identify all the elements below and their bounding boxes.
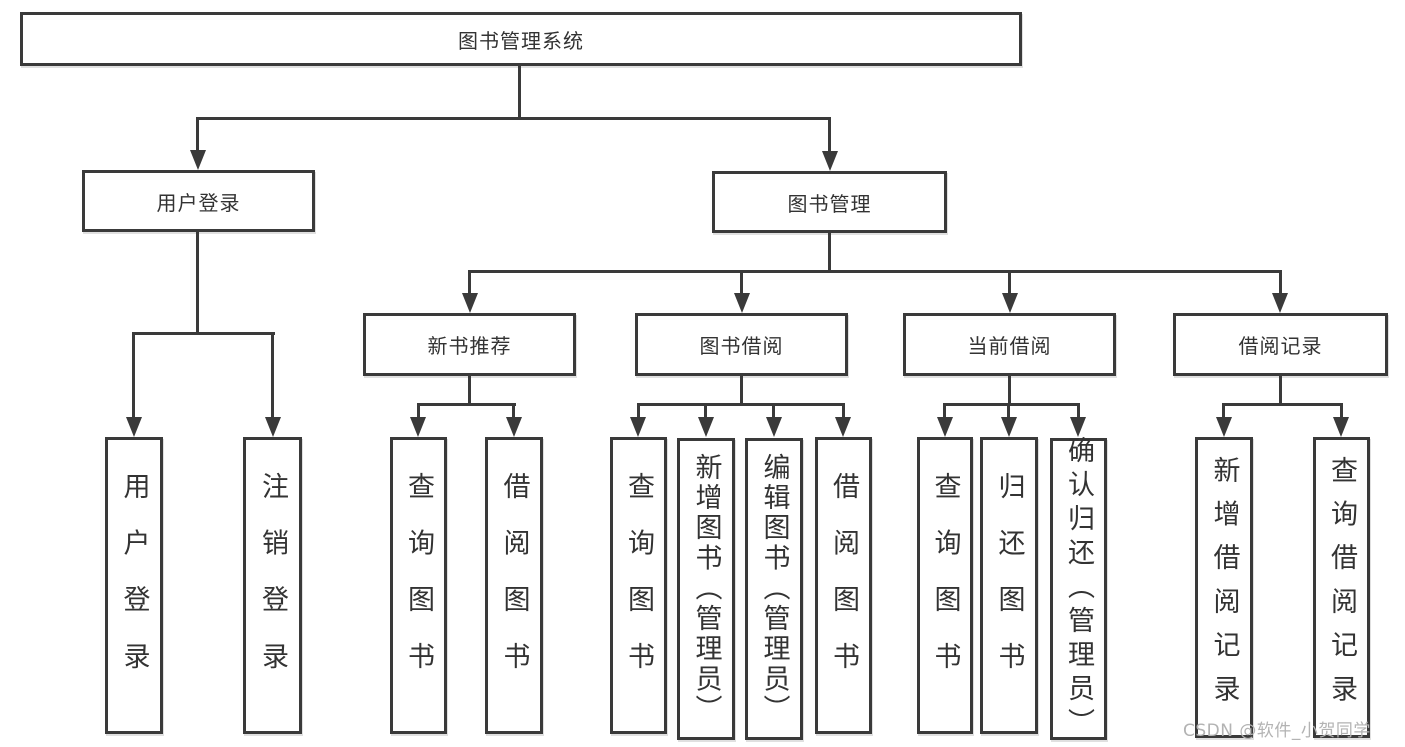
arrowhead-down: [1001, 417, 1017, 437]
node-root-label: 图书管理系统: [458, 28, 584, 53]
leaf-borrowing-add-books-admin-label: 新增图书（管理员）: [690, 452, 722, 726]
watermark: CSDN @软件_小贺同学: [1183, 721, 1371, 741]
connector-line: [828, 117, 831, 152]
connector-line: [468, 270, 1281, 273]
connector-line: [196, 117, 199, 151]
leaf-records-query-borrow-record: 查询借阅记录: [1313, 437, 1370, 738]
leaf-current-query-books: 查询图书: [917, 437, 973, 734]
connector-line: [468, 270, 471, 293]
leaf-borrowing-edit-books-admin: 编辑图书（管理员）: [745, 438, 803, 740]
connector-line: [1222, 403, 1343, 406]
connector-line: [271, 332, 274, 417]
arrowhead-down: [126, 417, 142, 437]
connector-line: [196, 117, 831, 120]
connector-line: [637, 403, 845, 406]
arrowhead-down: [1070, 417, 1086, 437]
connector-line: [1279, 270, 1282, 293]
connector-line: [637, 403, 640, 417]
leaf-current-query-books-label: 查询图书: [929, 472, 961, 699]
connector-line: [1077, 403, 1080, 417]
leaf-current-confirm-return-admin: 确认归还（管理员）: [1050, 435, 1107, 743]
arrowhead-down: [1333, 417, 1349, 437]
leaf-records-add-borrow-record-label: 新增借阅记录: [1208, 456, 1240, 719]
node-current-borrowing: 当前借阅: [903, 313, 1116, 376]
connector-line: [842, 403, 845, 417]
arrowhead-down: [506, 417, 522, 437]
arrowhead-down: [1002, 293, 1018, 313]
node-book-borrowing: 图书借阅: [635, 313, 848, 376]
connector-line: [740, 270, 743, 293]
node-book-management: 图书管理: [712, 171, 947, 233]
arrowhead-down: [937, 417, 953, 437]
arrowhead-down: [698, 417, 714, 437]
connector-line: [132, 332, 135, 417]
connector-line: [1222, 403, 1225, 417]
connector-line: [468, 376, 471, 405]
leaf-borrowing-borrow-books: 借阅图书: [815, 437, 872, 734]
leaf-records-add-borrow-record: 新增借阅记录: [1195, 437, 1253, 738]
node-new-book-recommendation: 新书推荐: [363, 313, 576, 376]
arrowhead-down: [1272, 293, 1288, 313]
connector-line: [772, 403, 775, 417]
node-borrowing-records-label: 借阅记录: [1238, 334, 1323, 358]
connector-line: [518, 64, 521, 119]
connector-line: [1008, 270, 1011, 293]
connector-line: [943, 403, 1080, 406]
connector-line: [417, 403, 516, 406]
connector-line: [740, 376, 743, 405]
node-book-borrowing-label: 图书借阅: [699, 334, 784, 358]
node-new-book-recommendation-label: 新书推荐: [427, 334, 512, 358]
connector-line: [1007, 403, 1010, 417]
arrowhead-down: [835, 417, 851, 437]
leaf-recommend-query-books: 查询图书: [390, 437, 447, 734]
arrowhead-down: [190, 150, 206, 170]
connector-line: [1279, 376, 1282, 405]
leaf-borrowing-query-books: 查询图书: [610, 437, 667, 734]
arrowhead-down: [734, 293, 750, 313]
leaf-records-query-borrow-record-label: 查询借阅记录: [1326, 456, 1357, 719]
leaf-logout-label: 注销登录: [257, 472, 288, 699]
leaf-current-confirm-return-admin-label: 确认归还（管理员）: [1063, 435, 1094, 743]
connector-line: [1340, 403, 1343, 417]
arrowhead-down: [1216, 417, 1232, 437]
leaf-recommend-borrow-books: 借阅图书: [485, 437, 543, 734]
node-root: 图书管理系统: [20, 12, 1022, 66]
leaf-current-return-books-label: 归还图书: [993, 472, 1025, 699]
node-current-borrowing-label: 当前借阅: [967, 334, 1052, 358]
connector-line: [1008, 376, 1011, 405]
leaf-borrowing-borrow-books-label: 借阅图书: [828, 472, 859, 699]
leaf-current-return-books: 归还图书: [980, 437, 1038, 734]
arrowhead-down: [462, 293, 478, 313]
leaf-borrowing-query-books-label: 查询图书: [623, 472, 654, 699]
connector-line: [196, 232, 199, 335]
leaf-borrowing-add-books-admin: 新增图书（管理员）: [677, 438, 735, 740]
leaf-borrowing-edit-books-admin-label: 编辑图书（管理员）: [758, 452, 790, 726]
leaf-user-login-label: 用户登录: [118, 472, 150, 699]
connector-line: [828, 233, 831, 272]
connector-line: [132, 332, 275, 335]
arrowhead-down: [822, 151, 838, 171]
arrowhead-down: [766, 417, 782, 437]
arrowhead-down: [630, 417, 646, 437]
arrowhead-down: [410, 417, 426, 437]
node-borrowing-records: 借阅记录: [1173, 313, 1388, 376]
node-book-management-label: 图书管理: [787, 191, 872, 216]
leaf-recommend-borrow-books-label: 借阅图书: [498, 472, 530, 699]
connector-line: [417, 403, 420, 417]
node-user-login-label: 用户登录: [156, 190, 241, 215]
connector-line: [512, 403, 515, 417]
arrowhead-down: [265, 417, 281, 437]
leaf-recommend-query-books-label: 查询图书: [403, 472, 434, 699]
connector-line: [943, 403, 946, 417]
connector-line: [704, 403, 707, 417]
leaf-logout: 注销登录: [243, 437, 302, 734]
leaf-user-login: 用户登录: [105, 437, 163, 734]
node-user-login: 用户登录: [82, 170, 315, 232]
